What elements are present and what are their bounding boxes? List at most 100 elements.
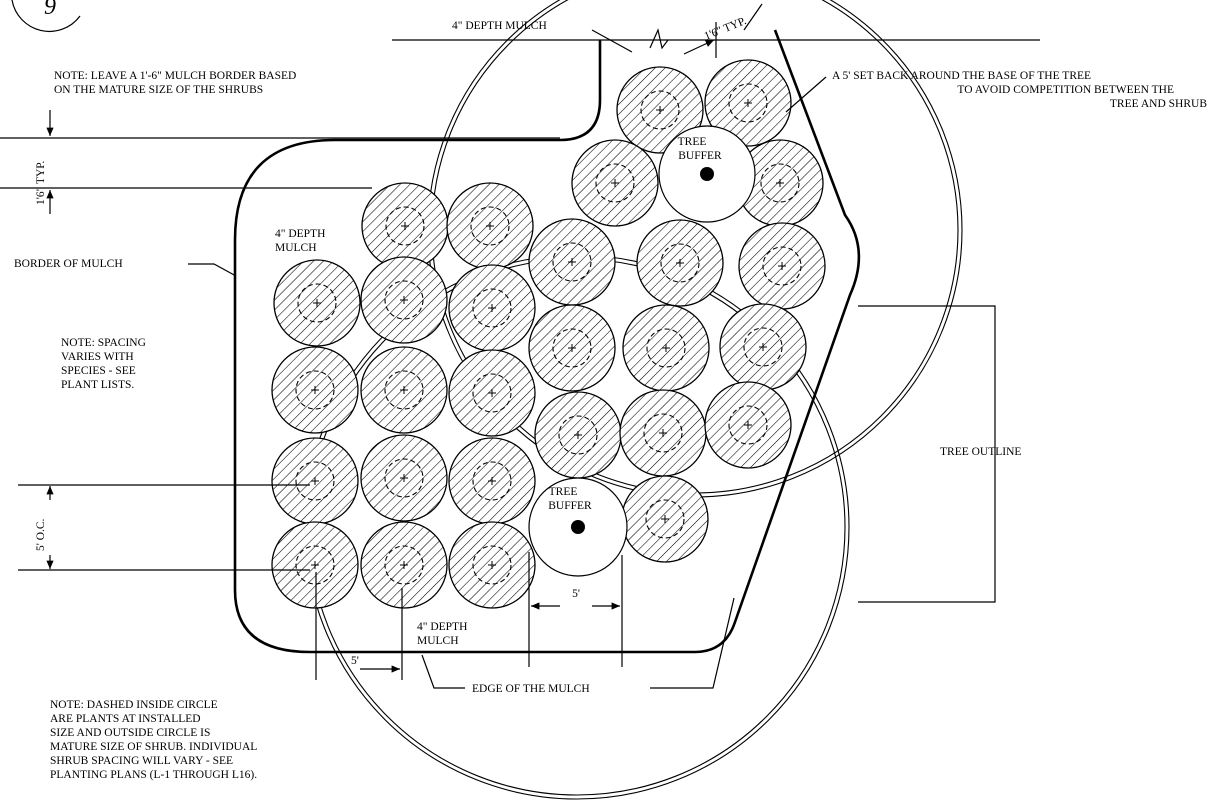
note-spacing-line3: SPECIES - SEE <box>61 365 136 377</box>
shrub-installed-circle <box>552 328 592 368</box>
shrub-installed-circle <box>728 405 768 445</box>
shrub-installed-circle <box>660 243 700 283</box>
shrub <box>271 521 359 609</box>
label-mulch-top: 4" DEPTH MULCH <box>452 20 547 32</box>
note-dashed-line5: SHRUB SPACING WILL VARY - SEE <box>50 755 233 767</box>
shrub <box>446 182 534 270</box>
shrub-installed-circle <box>646 328 686 368</box>
shrub-installed-circle <box>552 242 592 282</box>
shrub <box>622 304 710 392</box>
shrub <box>528 304 616 392</box>
shrub-installed-circle <box>470 206 510 246</box>
tree-buffer-lower-label-a: TREE <box>549 486 578 498</box>
shrub <box>448 437 536 525</box>
title-badge: 9 <box>11 0 81 33</box>
shrub <box>616 66 704 154</box>
shrub <box>738 222 826 310</box>
shrub <box>360 346 448 434</box>
note-dashed-line2: ARE PLANTS AT INSTALLED <box>50 713 201 725</box>
label-tree-outline: TREE OUTLINE <box>940 446 1021 458</box>
shrub <box>704 59 792 147</box>
shrub-installed-circle <box>472 545 512 585</box>
shrub-installed-circle <box>760 163 800 203</box>
leader-edge-right <box>650 597 735 689</box>
note-border-line1: NOTE: LEAVE A 1'-6" MULCH BORDER BASED <box>54 70 296 82</box>
title-badge-number: 9 <box>44 0 56 20</box>
note-setback-line1: A 5' SET BACK AROUND THE BASE OF THE TRE… <box>832 70 1091 82</box>
shrub <box>528 218 616 306</box>
shrub <box>534 391 622 479</box>
shrub <box>704 381 792 469</box>
shrub-installed-circle <box>297 283 337 323</box>
shrub-installed-circle <box>295 545 335 585</box>
shrub-installed-circle <box>295 370 335 410</box>
shrub <box>273 259 361 347</box>
shrub <box>571 139 659 227</box>
shrub-installed-circle <box>472 288 512 328</box>
leader-mulch-top <box>591 29 633 53</box>
note-spacing-line2: VARIES WITH <box>61 351 134 363</box>
note-dashed-line1: NOTE: DASHED INSIDE CIRCLE <box>50 699 218 711</box>
label-mulch-left-a: 4" DEPTH <box>275 228 325 240</box>
break-mark <box>649 28 669 50</box>
shrub <box>360 434 448 522</box>
label-border-of-mulch: BORDER OF MULCH <box>14 258 123 270</box>
shrub-installed-circle <box>643 413 683 453</box>
dim-5-left-label: 5' <box>351 655 359 667</box>
shrub-installed-circle <box>558 415 598 455</box>
shrub <box>448 349 536 437</box>
label-typ-top: 1'6" TYP. <box>703 15 749 43</box>
shrub <box>719 303 807 391</box>
shrub-installed-circle <box>384 458 424 498</box>
dim-typ-top <box>683 39 715 55</box>
tree-buffer-upper-label-b: BUFFER <box>678 150 722 162</box>
label-typ-left: 1'6" TYP. <box>35 161 47 205</box>
shrub-installed-circle <box>472 373 512 413</box>
tree-buffer-upper <box>658 125 756 223</box>
note-setback-line3: TREE AND SHRUB <box>1110 98 1207 110</box>
shrub <box>621 475 709 563</box>
note-spacing-line4: PLANT LISTS. <box>61 379 134 391</box>
dim-typ-top-tick <box>743 3 763 31</box>
shrub <box>361 182 449 270</box>
shrub-installed-circle <box>384 370 424 410</box>
shrub-group <box>271 59 826 609</box>
shrub-installed-circle <box>762 246 802 286</box>
shrub-installed-circle <box>385 206 425 246</box>
shrub-installed-circle <box>728 83 768 123</box>
label-oc: 5' O.C. <box>35 518 47 551</box>
shrub <box>360 256 448 344</box>
shrub <box>271 346 359 434</box>
shrub-installed-circle <box>743 327 783 367</box>
label-mulch-bottom-a: 4" DEPTH <box>417 621 467 633</box>
shrub-installed-circle <box>295 461 335 501</box>
label-mulch-bottom-b: MULCH <box>417 635 459 647</box>
shrub-installed-circle <box>384 280 424 320</box>
leader-edge-left <box>421 654 465 689</box>
note-spacing-line1: NOTE: SPACING <box>61 337 146 349</box>
note-dashed-line4: MATURE SIZE OF SHRUB. INDIVIDUAL <box>50 741 257 753</box>
shrub-installed-circle <box>472 461 512 501</box>
shrub <box>448 264 536 352</box>
leader-border-of-mulch <box>188 263 237 277</box>
shrub-installed-circle <box>640 90 680 130</box>
note-dashed-line6: PLANTING PLANS (L-1 THROUGH L16). <box>50 769 257 781</box>
shrub <box>360 521 448 609</box>
shrub <box>271 437 359 525</box>
shrub-installed-circle <box>595 163 635 203</box>
note-dashed-line3: SIZE AND OUTSIDE CIRCLE IS <box>50 727 210 739</box>
note-setback-line2: TO AVOID COMPETITION BETWEEN THE <box>957 84 1174 96</box>
dim-5-right-label: 5' <box>572 588 580 600</box>
bracket-tree-outline <box>858 305 996 603</box>
shrub <box>619 389 707 477</box>
tree-buffer-lower-label-b: BUFFER <box>548 500 592 512</box>
note-border-line2: ON THE MATURE SIZE OF THE SHRUBS <box>54 84 263 96</box>
tree-buffer-upper-label-a: TREE <box>678 136 707 148</box>
leader-setback <box>785 76 827 113</box>
shrub <box>448 521 536 609</box>
shrub-installed-circle <box>645 499 685 539</box>
shrub <box>636 219 724 307</box>
mulch-border <box>233 29 861 654</box>
label-mulch-left-b: MULCH <box>275 242 317 254</box>
